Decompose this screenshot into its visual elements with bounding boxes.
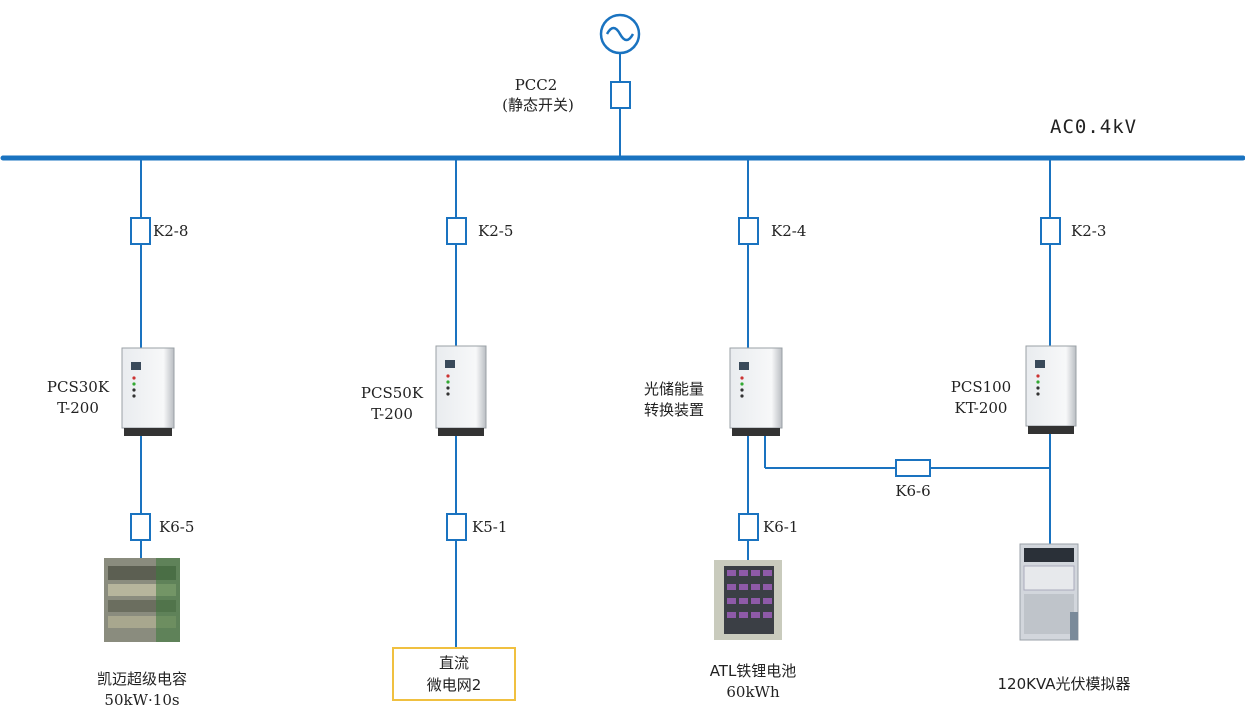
switch-k6-1 xyxy=(738,513,759,541)
ac-source-icon xyxy=(599,13,641,55)
device-label-3-line2: 60kWh xyxy=(726,683,780,701)
switch-k2-5 xyxy=(446,217,467,245)
device-label-2-line1: 直流 xyxy=(438,654,469,672)
supercapacitor-image xyxy=(104,558,180,642)
bus-voltage-label: AC0.4kV xyxy=(1050,116,1138,138)
device-label-3-line1: ATL铁锂电池 xyxy=(709,662,797,680)
dc-microgrid-box: 直流 微电网2 xyxy=(392,647,516,701)
switch-k2-8 xyxy=(130,217,151,245)
device-label-4-line1: 120KVA光伏模拟器 xyxy=(997,675,1131,693)
switch-k2-4 xyxy=(738,217,759,245)
pcs-label-3-line1: 光储能量 xyxy=(643,380,704,398)
switch-label-k6-6: K6-6 xyxy=(895,482,931,500)
pcs-label-1-line1: PCS30K xyxy=(46,378,110,396)
switch-label-k2-4: K2-4 xyxy=(771,222,807,240)
switch-label-k2-8: K2-8 xyxy=(153,222,189,240)
pcc2-sublabel: (静态开关) xyxy=(502,96,574,114)
device-label-1-line1: 凯迈超级电容 xyxy=(96,670,187,688)
switch-k6-5 xyxy=(130,513,151,541)
battery-cabinet-image xyxy=(714,560,782,640)
pcs-label-1-line2: T-200 xyxy=(57,399,99,417)
pcs-label-4-line1: PCS100 xyxy=(950,378,1012,396)
pcs-label-2-line1: PCS50K xyxy=(360,384,424,402)
pcs100-cabinet-image xyxy=(1025,345,1077,434)
device-label-2-line2: 微电网2 xyxy=(426,676,482,694)
pcs50k-cabinet-image xyxy=(435,345,487,436)
branch-3 xyxy=(738,158,1050,560)
switch-label-k2-5: K2-5 xyxy=(478,222,514,240)
switch-label-k6-5: K6-5 xyxy=(159,518,195,536)
pcs-label-2-line2: T-200 xyxy=(371,405,413,423)
pv-storage-pcs-cabinet-image xyxy=(729,347,783,436)
switch-k5-1 xyxy=(446,513,467,541)
switch-k6-6 xyxy=(895,459,931,477)
pv-simulator-image xyxy=(1019,543,1079,641)
switch-k2-3 xyxy=(1040,217,1061,245)
pcc2-label: PCC2 xyxy=(514,76,558,94)
switch-label-k2-3: K2-3 xyxy=(1071,222,1107,240)
branch-4 xyxy=(1040,158,1061,545)
pcs-label-4-line2: KT-200 xyxy=(954,399,1008,417)
branch-1 xyxy=(130,158,151,560)
switch-label-k6-1: K6-1 xyxy=(763,518,799,536)
pcc2-switch xyxy=(610,81,631,109)
switch-label-k5-1: K5-1 xyxy=(472,518,508,536)
pcs-label-3-line2: 转换装置 xyxy=(643,401,704,419)
pcs30k-cabinet-image xyxy=(121,347,175,436)
device-label-1-line2: 50kW·10s xyxy=(104,691,180,709)
branch-2 xyxy=(446,158,467,647)
